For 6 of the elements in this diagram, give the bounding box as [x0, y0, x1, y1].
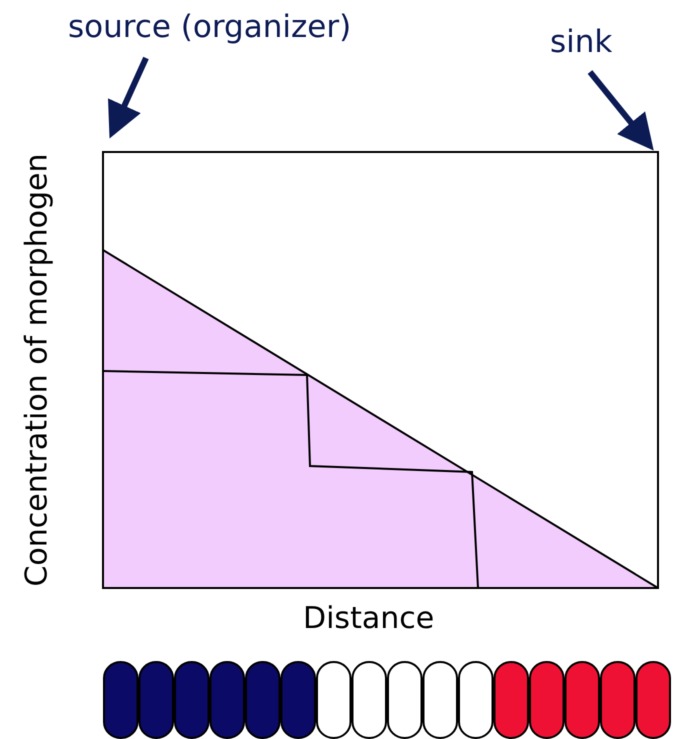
annotation-label: source (organizer): [68, 7, 352, 47]
arrow: [588, 70, 654, 151]
axis-title: Concentration of morphogen: [19, 153, 56, 587]
annotation-label: sink: [550, 22, 612, 62]
arrow: [108, 56, 149, 138]
axis-title: Distance: [303, 600, 434, 638]
